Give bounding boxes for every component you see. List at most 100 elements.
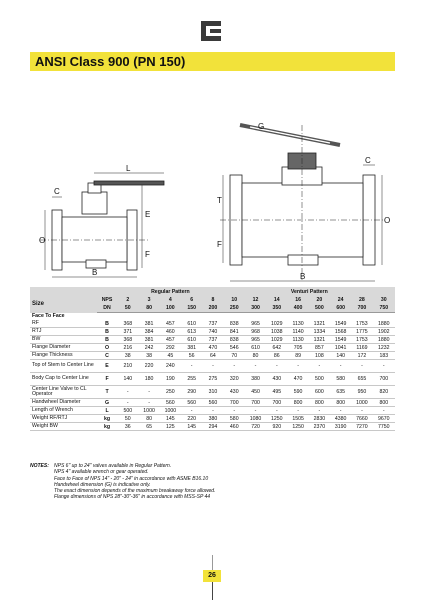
left-cap bbox=[85, 259, 107, 269]
page-number-rule-top bbox=[212, 555, 213, 570]
table-cell: 920 bbox=[266, 422, 288, 431]
table-cell: 457 bbox=[159, 335, 181, 344]
table-cell: 292 bbox=[159, 343, 181, 352]
table-cell: 2370 bbox=[308, 422, 331, 431]
table-cell: 546 bbox=[223, 343, 245, 352]
table-cell: 470 bbox=[287, 372, 309, 386]
table-cell: 310 bbox=[202, 385, 224, 399]
nps-cell: 8 bbox=[202, 296, 224, 304]
table-cell: 590 bbox=[287, 385, 309, 399]
row-label: Length of Wrench bbox=[30, 406, 97, 415]
nps-cell: 20 bbox=[308, 296, 331, 304]
table-cell: 800 bbox=[372, 398, 395, 407]
table-cell: - bbox=[117, 385, 139, 399]
wrench-handle bbox=[93, 180, 165, 186]
table-cell: 560 bbox=[181, 398, 203, 407]
table-cell: 950 bbox=[351, 385, 373, 399]
dimension-lines bbox=[44, 164, 383, 282]
row-label: Flange Diameter bbox=[30, 343, 97, 352]
table-cell: 430 bbox=[223, 385, 245, 399]
table-cell: 7270 bbox=[351, 422, 373, 431]
table-cell: 968 bbox=[244, 327, 267, 336]
table-cell: 242 bbox=[138, 343, 160, 352]
row-label: Handwheel Diameter bbox=[30, 398, 97, 407]
table-cell: - bbox=[287, 406, 309, 415]
label-O-left: O bbox=[39, 236, 45, 245]
dn-header: DN bbox=[96, 304, 118, 313]
table-cell: - bbox=[287, 359, 309, 373]
table-cell: 4380 bbox=[330, 414, 352, 423]
table-cell: 635 bbox=[330, 385, 352, 399]
table-cell: 430 bbox=[266, 372, 288, 386]
table-cell: 65 bbox=[138, 422, 160, 431]
label-C-right: C bbox=[365, 156, 371, 165]
table-cell: 1000 bbox=[138, 406, 160, 415]
table-cell: 1130 bbox=[287, 320, 309, 328]
note-line: The exact dimension depends of the maxim… bbox=[54, 488, 216, 495]
table-cell: 1000 bbox=[159, 406, 181, 415]
label-C-left: C bbox=[54, 187, 60, 196]
table-cell: 1038 bbox=[266, 327, 288, 336]
dn-cell: 500 bbox=[308, 304, 331, 313]
row-label: Top of Stem to Center Line bbox=[30, 359, 97, 373]
table-cell: 38 bbox=[117, 351, 139, 360]
note-line: NPS 6" up to 24" valves available in Reg… bbox=[54, 463, 172, 469]
table-cell: 700 bbox=[223, 398, 245, 407]
table-cell: - bbox=[372, 406, 395, 415]
table-cell: 965 bbox=[244, 335, 267, 344]
table-cell: 45 bbox=[159, 351, 181, 360]
table-cell: - bbox=[117, 398, 139, 407]
table-cell: 600 bbox=[308, 385, 331, 399]
table-cell: 210 bbox=[117, 359, 139, 373]
table-cell: 1321 bbox=[308, 320, 331, 328]
table-cell: 740 bbox=[202, 327, 224, 336]
table-cell: 655 bbox=[351, 372, 373, 386]
table-cell: 841 bbox=[223, 327, 245, 336]
table-cell: 381 bbox=[138, 320, 160, 328]
table-cell: - bbox=[244, 406, 267, 415]
dn-cell: 200 bbox=[202, 304, 224, 313]
table-cell: 1568 bbox=[330, 327, 352, 336]
table-cell: 1250 bbox=[266, 414, 288, 423]
row-label: Flange Thickness bbox=[30, 351, 97, 360]
table-cell: 56 bbox=[181, 351, 203, 360]
table-cell: 216 bbox=[117, 343, 139, 352]
table-cell: 140 bbox=[117, 372, 139, 386]
row-symbol: B bbox=[96, 327, 118, 336]
table-cell: 38 bbox=[138, 351, 160, 360]
label-B-right: B bbox=[300, 272, 305, 281]
table-cell: 381 bbox=[138, 335, 160, 344]
table-cell: 560 bbox=[159, 398, 181, 407]
table-cell: 108 bbox=[308, 351, 331, 360]
table-cell: 368 bbox=[117, 320, 139, 328]
table-cell: 180 bbox=[138, 372, 160, 386]
table-cell: 1775 bbox=[351, 327, 373, 336]
gear-valve bbox=[220, 123, 385, 280]
table-cell: - bbox=[330, 359, 352, 373]
table-cell: 380 bbox=[202, 414, 224, 423]
table-cell: 820 bbox=[372, 385, 395, 399]
table-cell: 450 bbox=[244, 385, 267, 399]
table-cell: 800 bbox=[308, 398, 331, 407]
table-cell: 838 bbox=[223, 320, 245, 328]
table-cell: 290 bbox=[181, 385, 203, 399]
table-cell: 294 bbox=[202, 422, 224, 431]
nps-cell: 16 bbox=[287, 296, 309, 304]
valve-drawing: L C O E F B G C T O F B bbox=[30, 95, 395, 285]
row-symbol: C bbox=[96, 351, 118, 360]
table-cell: 700 bbox=[372, 372, 395, 386]
table-cell: - bbox=[351, 359, 373, 373]
label-B-left: B bbox=[92, 268, 97, 277]
table-cell: 800 bbox=[287, 398, 309, 407]
row-label: Body Cap to Center Line bbox=[30, 372, 97, 386]
section-face-to-face: Face To Face bbox=[32, 312, 65, 319]
table-cell: 371 bbox=[117, 327, 139, 336]
wrench-valve bbox=[40, 180, 165, 271]
table-cell: 89 bbox=[287, 351, 309, 360]
